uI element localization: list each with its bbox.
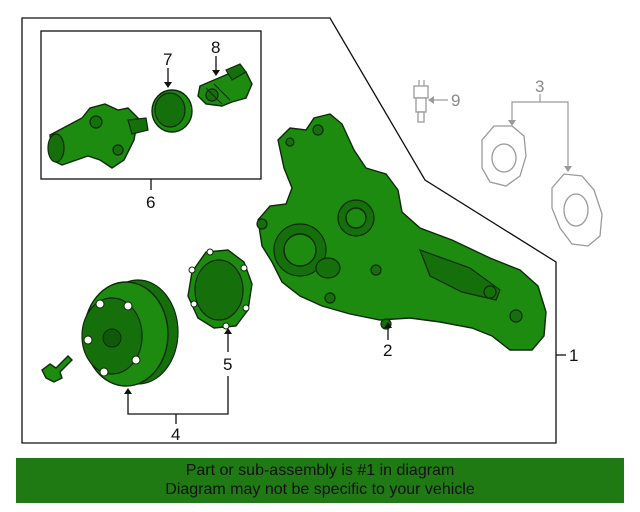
leader-4 <box>127 376 229 415</box>
assembly-frame <box>21 17 557 444</box>
callout-9: 9 <box>451 91 460 110</box>
info-banner: Part or sub-assembly is #1 in diagram Di… <box>16 458 624 503</box>
callout-7: 7 <box>163 50 172 69</box>
callout-8: 8 <box>211 38 220 57</box>
callout-6: 6 <box>146 193 155 212</box>
banner-line-1: Part or sub-assembly is #1 in diagram <box>185 462 455 479</box>
water-pump-body[interactable] <box>256 113 547 351</box>
pump-gasket[interactable] <box>187 248 253 330</box>
gasket-left[interactable] <box>481 125 527 187</box>
temperature-sensor[interactable] <box>413 80 429 123</box>
callout-4: 4 <box>171 425 180 444</box>
thermostat[interactable] <box>197 63 253 107</box>
callout-2: 2 <box>383 341 392 360</box>
thermostat-seal[interactable] <box>151 89 193 133</box>
callout-3: 3 <box>535 77 544 96</box>
callout-1: 1 <box>569 346 578 365</box>
banner-line-2: Diagram may not be specific to your vehi… <box>165 481 475 498</box>
pump-pulley[interactable] <box>81 279 179 387</box>
pulley-bolt[interactable] <box>41 355 73 383</box>
callout-5: 5 <box>223 355 232 374</box>
thermostat-housing[interactable] <box>47 103 149 169</box>
gasket-right[interactable] <box>551 173 603 247</box>
parts-diagram: 1 2 3 4 5 6 7 8 9 <box>21 17 603 444</box>
